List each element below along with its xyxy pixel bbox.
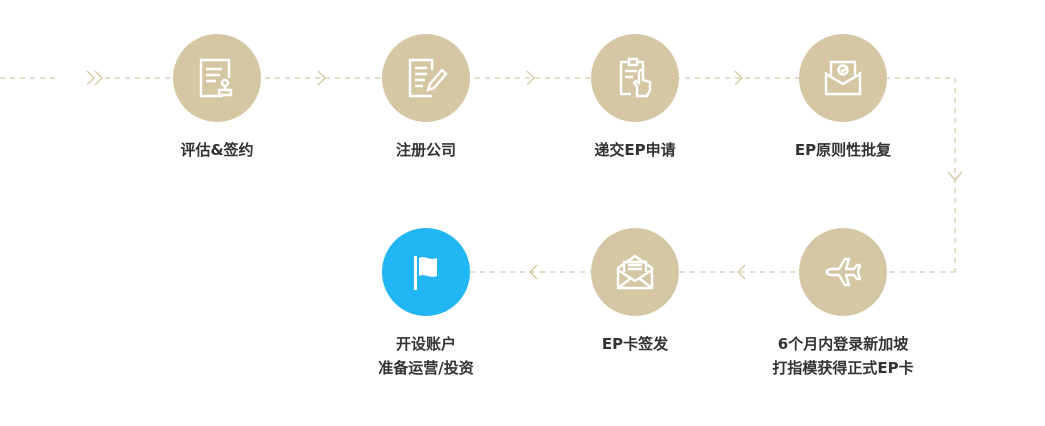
chevron-left-icon: [528, 264, 538, 280]
step-submit-ep: 递交EP申请: [525, 34, 745, 162]
step-label: 评估&签约: [180, 141, 254, 159]
double-chevron-icon: [86, 70, 96, 86]
chevron-right-icon: [317, 70, 327, 86]
label-line: 6个月内登录新加坡: [777, 335, 909, 353]
step-enter-singapore: 6个月内登录新加坡 打指模获得正式EP卡: [733, 228, 953, 380]
hand-document-icon: [591, 34, 679, 122]
chevron-down-icon: [947, 171, 963, 182]
step-label: 6个月内登录新加坡 打指模获得正式EP卡: [733, 332, 953, 380]
step-ep-issued: EP卡签发: [525, 228, 745, 356]
chevron-right-icon: [526, 70, 536, 86]
flag-icon: [382, 228, 470, 316]
step-label: 递交EP申请: [594, 141, 676, 159]
document-stamp-icon: [173, 34, 261, 122]
envelope-check-icon: [799, 34, 887, 122]
step-label: 开设账户 准备运营/投资: [316, 332, 536, 380]
label-line: 准备运营/投资: [378, 359, 474, 377]
step-open-account: 开设账户 准备运营/投资: [316, 228, 536, 380]
chevron-left-icon: [736, 264, 746, 280]
label-line: 打指模获得正式EP卡: [772, 359, 914, 377]
step-evaluate-sign: 评估&签约: [107, 34, 327, 162]
chevron-right-icon: [734, 70, 744, 86]
step-ep-ipa: EP原则性批复: [733, 34, 953, 162]
document-pen-icon: [382, 34, 470, 122]
step-label: EP卡签发: [601, 335, 669, 353]
step-label: 注册公司: [395, 141, 456, 159]
airplane-icon: [799, 228, 887, 316]
label-line: 开设账户: [395, 335, 456, 353]
step-label: EP原则性批复: [794, 141, 892, 159]
step-register-company: 注册公司: [316, 34, 536, 162]
envelope-letter-icon: [591, 228, 679, 316]
